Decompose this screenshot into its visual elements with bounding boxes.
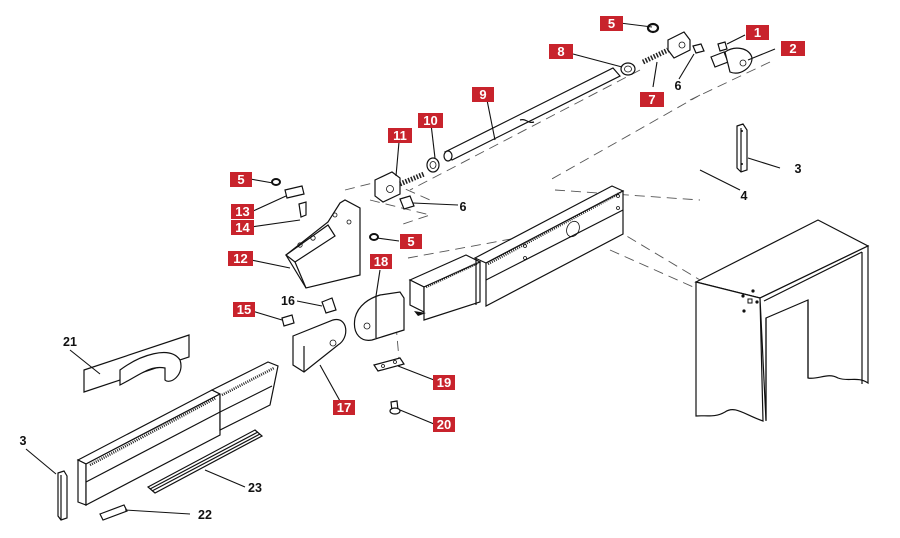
svg-text:2: 2 [789, 41, 796, 56]
callout-5-mid: 5 [400, 234, 422, 249]
end-cap-right [736, 123, 748, 173]
mounting-bracket [271, 178, 379, 289]
svg-text:22: 22 [198, 508, 212, 522]
circlip-top [646, 22, 660, 34]
svg-text:12: 12 [233, 251, 247, 266]
svg-text:20: 20 [437, 417, 451, 432]
callout-13: 13 [231, 204, 254, 219]
svg-text:19: 19 [437, 375, 451, 390]
svg-text:18: 18 [374, 254, 388, 269]
callout-4: 4 [741, 189, 748, 203]
callout-21: 21 [63, 335, 77, 349]
callout-9: 9 [472, 87, 494, 102]
svg-text:6: 6 [460, 200, 467, 214]
closer-housing [408, 185, 625, 321]
connecting-rod [443, 67, 621, 162]
svg-text:9: 9 [479, 87, 486, 102]
svg-text:8: 8 [557, 44, 564, 59]
arm-shoe-assembly [281, 291, 405, 415]
callout-14: 14 [231, 220, 254, 235]
svg-text:16: 16 [281, 294, 295, 308]
svg-text:6: 6 [675, 79, 682, 93]
callout-22: 22 [198, 508, 212, 522]
svg-text:7: 7 [648, 92, 655, 107]
svg-text:10: 10 [423, 113, 437, 128]
callout-15: 15 [233, 302, 255, 317]
callout-5-top: 5 [600, 16, 623, 31]
callout-19: 19 [433, 375, 455, 390]
callout-5-left: 5 [230, 172, 252, 187]
svg-text:11: 11 [393, 128, 407, 143]
callout-12: 12 [228, 251, 253, 266]
pivot-spindle-assembly [710, 41, 753, 74]
callout-8: 8 [549, 44, 573, 59]
lower-guide-rail [57, 361, 279, 521]
lock-nut-top [620, 62, 636, 76]
bushing-top [692, 43, 705, 54]
svg-text:1: 1 [754, 25, 761, 40]
callout-20: 20 [433, 417, 455, 432]
callout-17: 17 [333, 400, 355, 415]
svg-text:5: 5 [407, 234, 414, 249]
svg-text:4: 4 [741, 189, 748, 203]
callout-2: 2 [781, 41, 805, 56]
svg-text:3: 3 [795, 162, 802, 176]
cabinet-illustration [694, 219, 870, 422]
callout-11: 11 [388, 128, 412, 143]
svg-text:5: 5 [608, 16, 615, 31]
callout-6-mid: 6 [460, 200, 467, 214]
svg-text:14: 14 [235, 220, 250, 235]
svg-text:23: 23 [248, 481, 262, 495]
svg-text:13: 13 [235, 204, 249, 219]
callout-23: 23 [248, 481, 262, 495]
callout-16: 16 [281, 294, 295, 308]
callout-7: 7 [640, 92, 664, 107]
callout-3-left: 3 [20, 434, 27, 448]
callout-1: 1 [746, 25, 769, 40]
callout-6-top: 6 [675, 79, 682, 93]
callout-18: 18 [370, 254, 392, 269]
svg-text:15: 15 [237, 302, 251, 317]
svg-text:5: 5 [237, 172, 244, 187]
rod-end-eye-bolt-lower [374, 157, 440, 210]
template-sheet [83, 334, 190, 393]
callout-10: 10 [418, 113, 443, 128]
rod-end-eye-bolt-top [641, 31, 691, 65]
callout-3-right: 3 [795, 162, 802, 176]
svg-text:3: 3 [20, 434, 27, 448]
svg-text:17: 17 [337, 400, 351, 415]
leader-lines [25, 22, 781, 515]
svg-text:21: 21 [63, 335, 77, 349]
